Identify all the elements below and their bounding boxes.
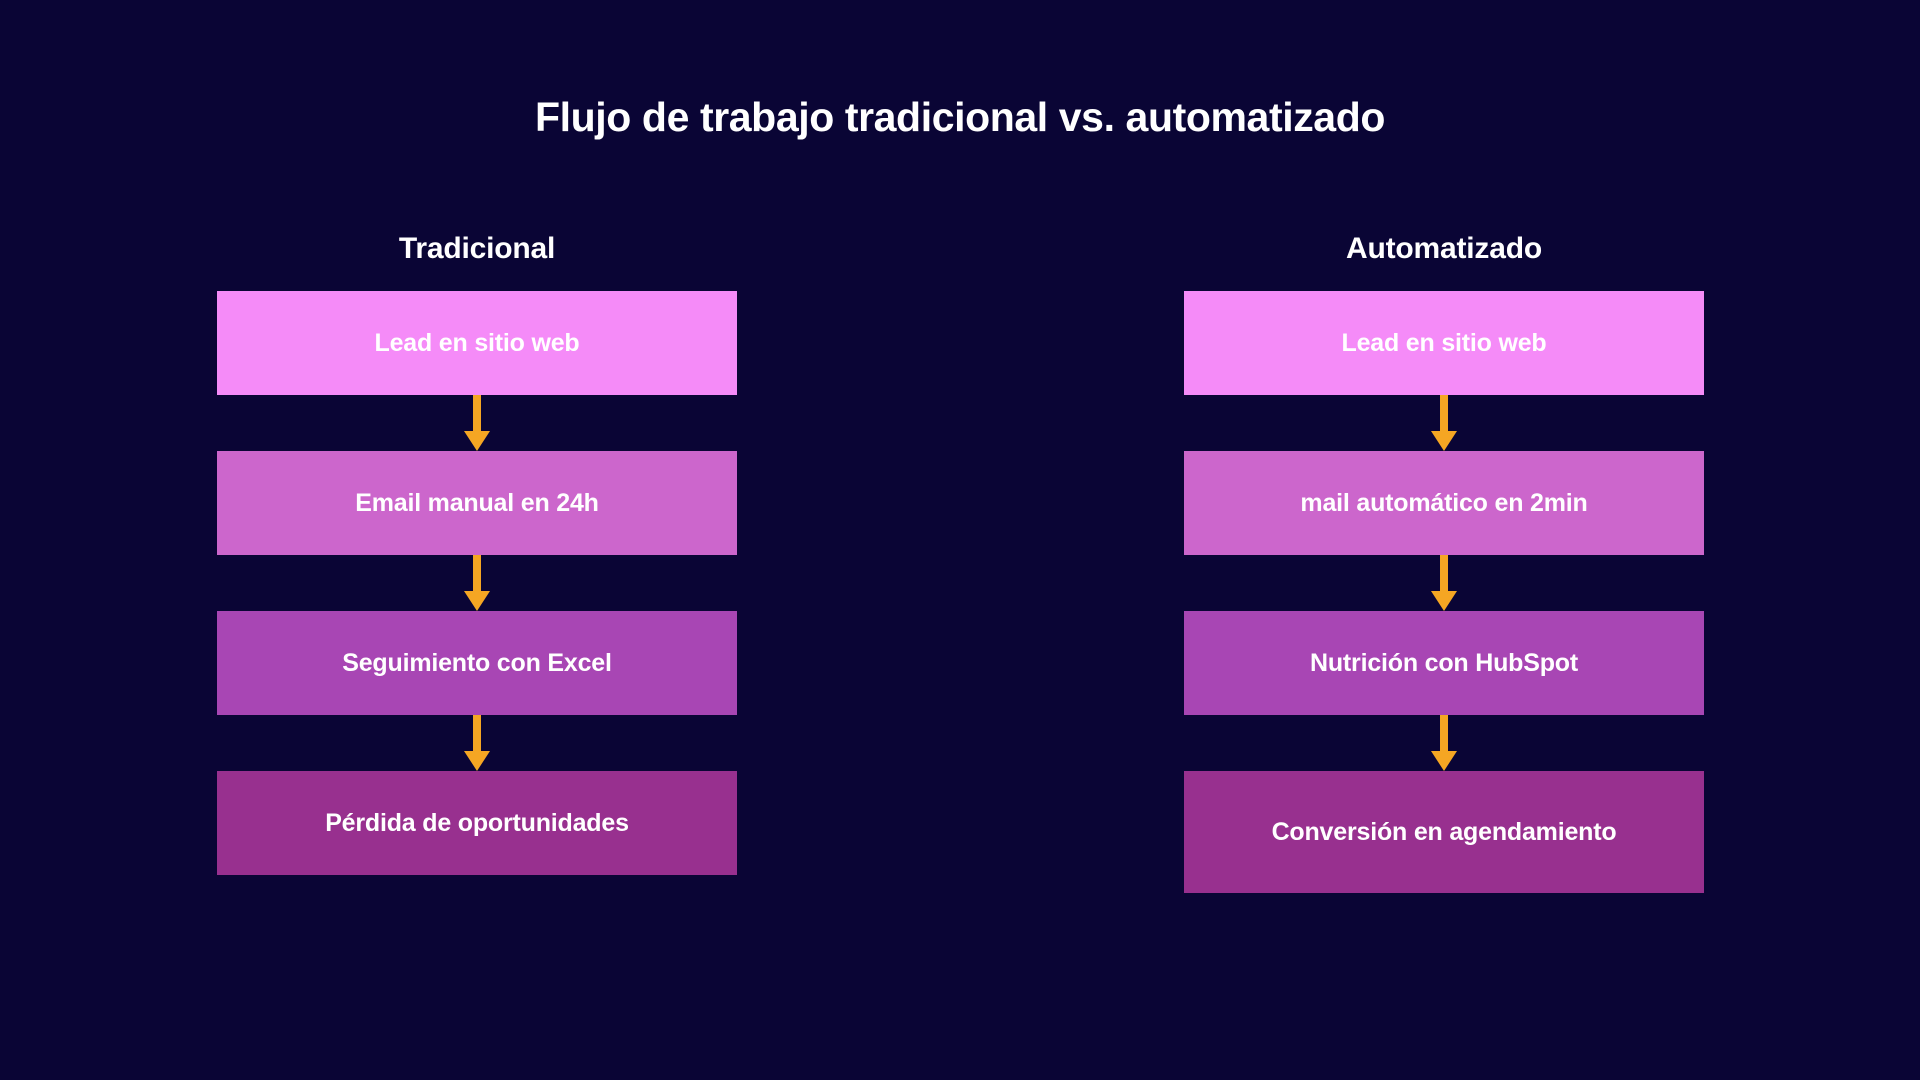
arrow-connector <box>1184 395 1704 451</box>
flow-node[interactable]: Nutrición con HubSpot <box>1184 611 1704 715</box>
flow-node[interactable]: Seguimiento con Excel <box>217 611 737 715</box>
flow-tradicional: Lead en sitio web Email manual en 24h Se… <box>217 291 737 875</box>
flow-node[interactable]: Conversión en agendamiento <box>1184 771 1704 893</box>
flow-node[interactable]: Pérdida de oportunidades <box>217 771 737 875</box>
column-header-tradicional: Tradicional <box>398 232 556 265</box>
flow-node-label: mail automático en 2min <box>1300 489 1588 517</box>
arrow-connector <box>217 555 737 611</box>
flow-node-label: Conversión en agendamiento <box>1271 818 1617 846</box>
flow-node-label: Seguimiento con Excel <box>342 649 612 677</box>
flow-automatizado: Lead en sitio web mail automático en 2mi… <box>1184 291 1704 893</box>
flow-node[interactable]: Lead en sitio web <box>217 291 737 395</box>
arrow-connector <box>217 395 737 451</box>
flow-node-label: Nutrición con HubSpot <box>1310 649 1578 677</box>
column-header-automatizado: Automatizado <box>1346 232 1542 265</box>
flow-node-label: Email manual en 24h <box>355 489 599 517</box>
column-tradicional: Tradicional Lead en sitio web Email manu… <box>217 225 737 875</box>
flow-node-label: Lead en sitio web <box>374 329 580 357</box>
down-arrow-icon <box>464 395 490 451</box>
flow-node[interactable]: Email manual en 24h <box>217 451 737 555</box>
arrow-connector <box>1184 715 1704 771</box>
down-arrow-icon <box>1431 715 1457 771</box>
down-arrow-icon <box>464 555 490 611</box>
arrow-connector <box>217 715 737 771</box>
down-arrow-icon <box>1431 555 1457 611</box>
flow-node[interactable]: Lead en sitio web <box>1184 291 1704 395</box>
flow-node-label: Lead en sitio web <box>1341 329 1547 357</box>
arrow-connector <box>1184 555 1704 611</box>
page-title: Flujo de trabajo tradicional vs. automat… <box>535 94 1385 140</box>
column-automatizado: Automatizado Lead en sitio web mail auto… <box>1184 225 1704 893</box>
flow-node[interactable]: mail automático en 2min <box>1184 451 1704 555</box>
flow-node-label: Pérdida de oportunidades <box>325 809 629 837</box>
down-arrow-icon <box>1431 395 1457 451</box>
down-arrow-icon <box>464 715 490 771</box>
